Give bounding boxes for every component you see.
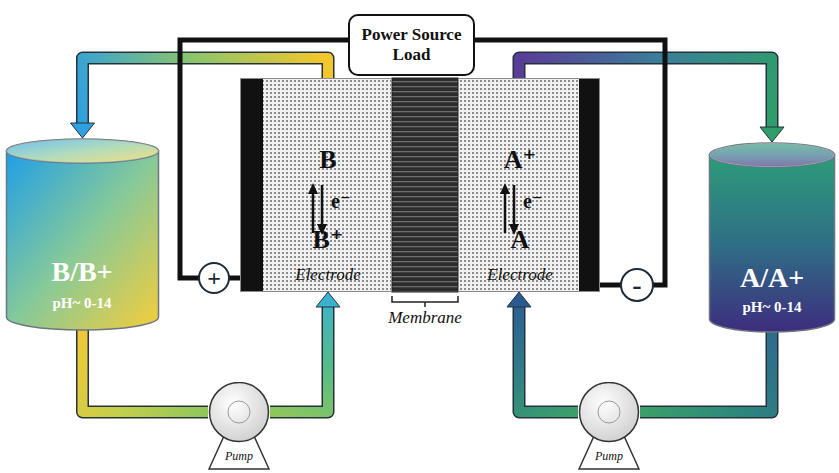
positive-terminal: + — [198, 262, 230, 294]
pipe-fill — [640, 332, 772, 412]
power-source-box: Power Source Load — [348, 14, 475, 76]
flow-pipe — [507, 292, 578, 412]
text-label: + — [200, 266, 228, 290]
pump: Pump — [208, 382, 270, 470]
text-label: A/A+ — [722, 262, 822, 294]
text-label: Electrode — [470, 265, 570, 285]
text-label: Pump — [208, 450, 270, 464]
text-label: Electrode — [278, 265, 378, 285]
text-label: B/B+ — [32, 256, 132, 288]
text-label: B — [278, 145, 378, 175]
text-label: A⁺ — [470, 145, 570, 175]
text-label: A — [470, 225, 570, 255]
flow-pipe — [270, 292, 340, 412]
membrane-bracket — [392, 296, 458, 307]
text-label: e⁻ — [331, 190, 350, 213]
negative-terminal: - — [620, 268, 654, 302]
wire-line — [230, 276, 240, 281]
text-label: B⁺ — [278, 225, 378, 255]
arrow-head — [71, 123, 95, 138]
text-label: - — [622, 271, 652, 299]
text-label: Power Source Load — [350, 25, 473, 64]
text-label: pH~ 0-14 — [722, 299, 822, 316]
text-label: Pump — [578, 450, 640, 464]
flow-pipe — [640, 332, 772, 412]
arrow-head — [760, 127, 784, 142]
membrane-label: Membrane — [375, 308, 475, 328]
arrow-head — [507, 292, 531, 307]
circuit-wire — [230, 278, 240, 279]
pipe-outline — [640, 332, 772, 412]
text-label: pH~ 0-14 — [32, 295, 132, 312]
circuit-wire — [600, 285, 620, 286]
pipe-fill — [83, 330, 209, 412]
text-label: e⁻ — [523, 190, 542, 213]
arrow-head — [316, 292, 340, 307]
electrolyte-tank: A/A+ pH~ 0-14 — [708, 142, 836, 332]
wire-line — [600, 283, 620, 288]
pipe-fill — [519, 307, 578, 412]
pump: Pump — [578, 382, 640, 470]
current-collector — [241, 79, 263, 291]
flow-pipe — [83, 330, 209, 412]
pipe-outline — [83, 330, 209, 412]
pipe-outline — [519, 307, 578, 412]
pipe-outline — [270, 307, 328, 412]
negative-electrode: A⁺ e⁻ A Electrode — [458, 78, 600, 292]
pipe-fill — [270, 307, 328, 412]
electrolyte-tank: B/B+ pH~ 0-14 — [5, 138, 160, 330]
membrane — [392, 78, 458, 292]
current-collector — [579, 79, 599, 291]
positive-electrode: Be⁻ B⁺ Electrode — [240, 78, 392, 292]
